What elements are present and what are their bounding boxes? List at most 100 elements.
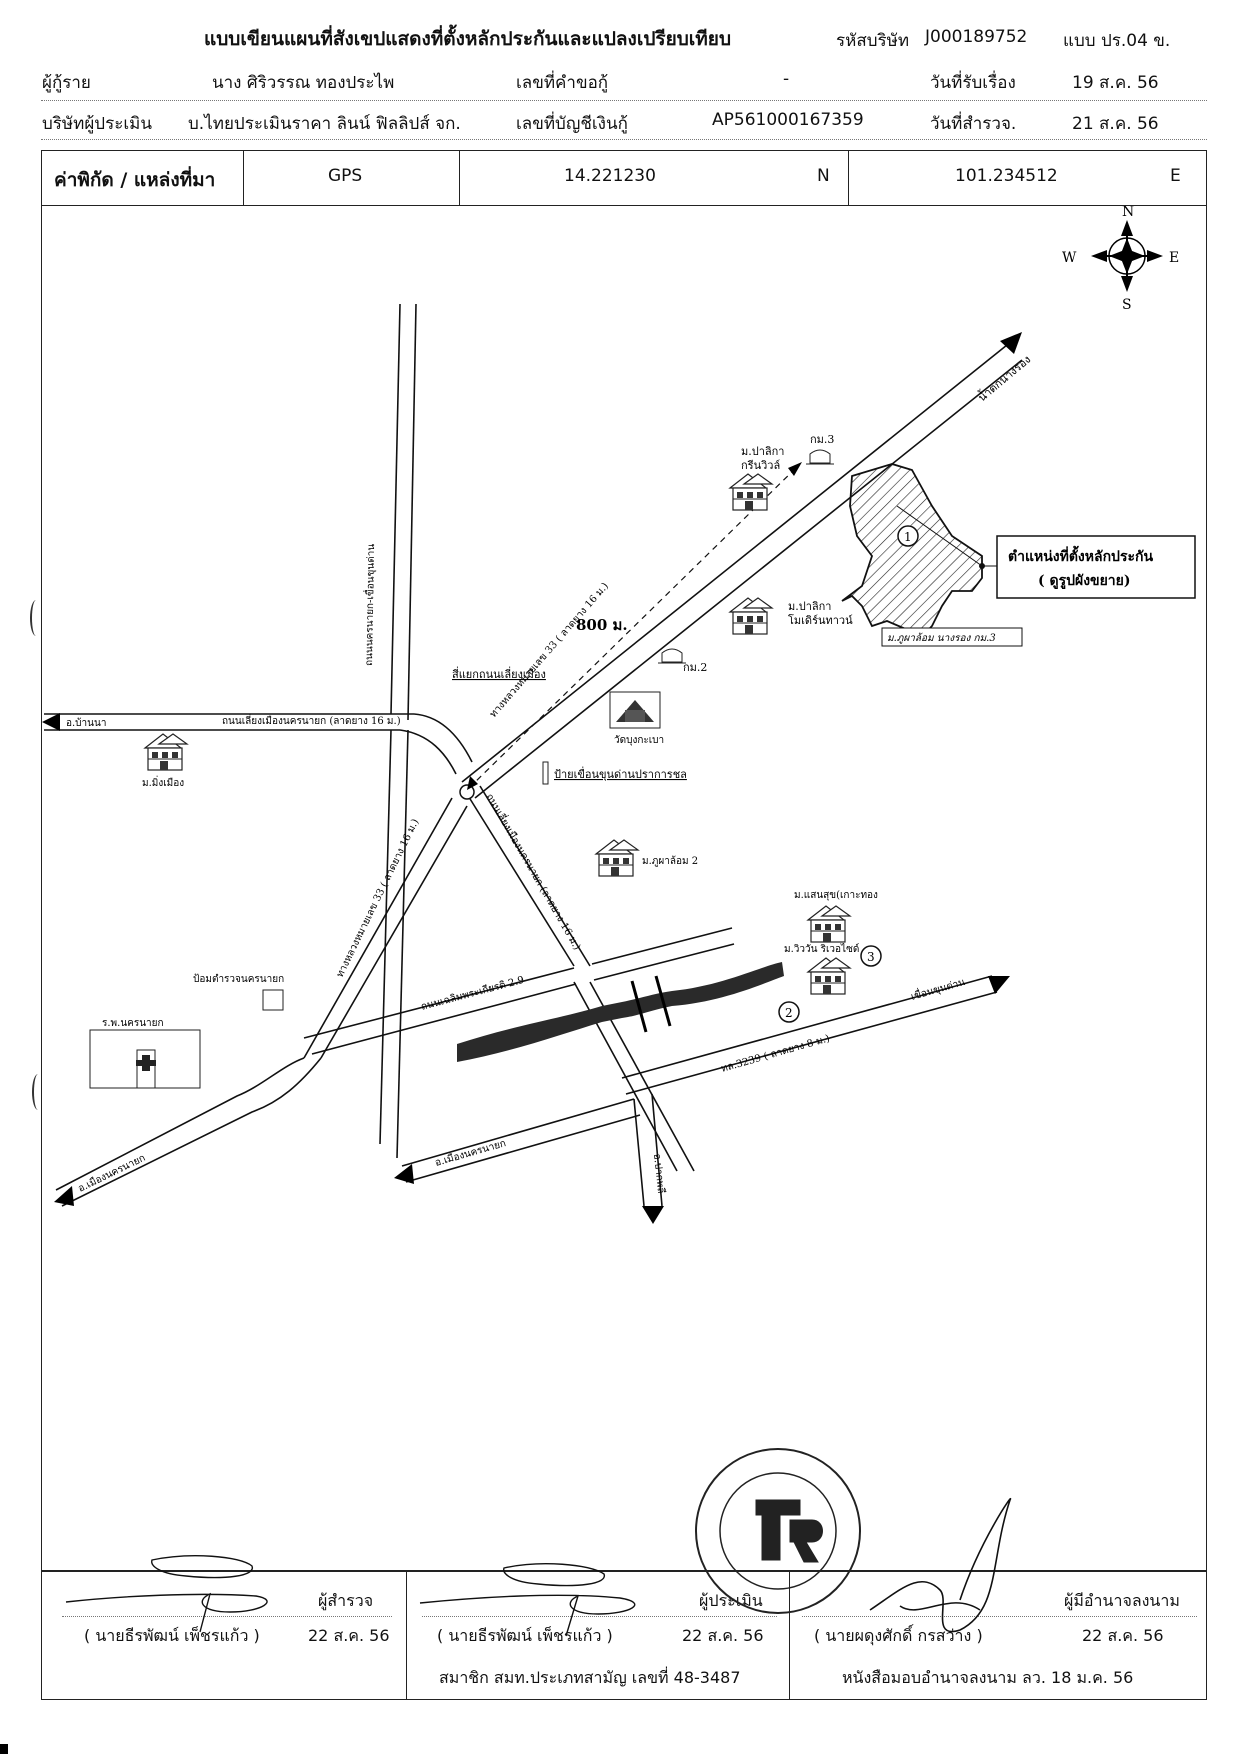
phupha-lom-2-label: ม.ภูผาล้อม 2 <box>642 855 698 867</box>
marker-3-label: 3 <box>867 950 875 964</box>
latitude-direction: N <box>817 166 830 186</box>
roundabout <box>459 784 475 800</box>
road-3239 <box>401 975 998 1183</box>
arrow-icon <box>988 976 1010 994</box>
river <box>457 962 784 1062</box>
house-icon <box>807 905 851 943</box>
arrow-icon <box>54 1186 74 1206</box>
hospital-label: ร.พ.นครนายก <box>102 1018 164 1029</box>
highway-33-road <box>303 344 1023 1059</box>
compass-s: S <box>1122 297 1132 313</box>
km3-label: กม.3 <box>810 433 834 446</box>
road-33-label: ทางหลวงหมายเลข 33 ( ลาดยาง 16 ม.) <box>488 581 611 720</box>
distance-label: 800 ม. <box>576 616 628 634</box>
form-code: แบบ ปร.04 ข. <box>1063 31 1171 51</box>
saensuk-label: ม.แสนสุข(เกาะทอง <box>794 890 878 901</box>
request-no-label: เลขที่คำขอกู้ <box>516 73 609 93</box>
phupha-lom-3-box <box>881 627 1023 647</box>
dam-sign-icon <box>542 761 549 785</box>
signature-line <box>62 1616 392 1617</box>
authorized-role: ผู้มีอำนาจลงนาม <box>1064 1591 1180 1610</box>
authorized-letter: หนังสือมอบอำนาจลงนาม ลว. 18 ม.ค. 56 <box>842 1668 1134 1687</box>
punch-mark <box>30 600 42 636</box>
company-code-label: รหัสบริษัท <box>836 31 910 51</box>
collateral-parcel <box>841 463 983 638</box>
house-icon <box>729 597 773 635</box>
hospital-icon <box>89 1029 201 1089</box>
request-no: - <box>783 69 790 89</box>
north-road-label: ถนนนครนายก-เขื่อนขุนด่าน <box>361 544 377 666</box>
distance-line <box>468 463 801 789</box>
bypass-road-label: ถนนเลี่ยงเมืองนครนายก (ลาดยาง 16 ม.) <box>222 713 401 727</box>
appraiser-company-label: บริษัทผู้ประเมิน <box>42 114 152 134</box>
palika-greenville-line-1: ม.ปาลิกา <box>741 445 784 458</box>
marker-1-circle <box>897 525 919 547</box>
km2-marker-icon <box>658 648 686 664</box>
coordinate-source: GPS <box>328 166 363 186</box>
surveyor-name: ( นายธีรพัฒน์ เพ็ชรแก้ว ) <box>84 1626 260 1645</box>
corner-mark <box>0 1744 8 1754</box>
to-pak-phli-label: อ.ปากพลี <box>651 1153 667 1194</box>
road-33-south-label: ทางหลวงหมายเลข 33 ( ลาดยาง 16 ม.) <box>335 817 422 979</box>
received-date: 19 ส.ค. 56 <box>1072 73 1159 93</box>
sketch-map: N S E W <box>41 206 1207 1571</box>
arrow-icon <box>788 462 802 476</box>
marker-2-circle <box>778 1001 800 1023</box>
to-nang-rong-label: น้ำตกนางรอง <box>974 351 1033 404</box>
chalerm-road <box>303 927 735 1055</box>
company-code: J000189752 <box>925 27 1028 47</box>
divider <box>41 139 1207 140</box>
borrower-label: ผู้กู้ราย <box>42 73 91 93</box>
leader-line <box>896 505 983 567</box>
compass-e: E <box>1169 250 1179 266</box>
south-bypass-road <box>466 785 695 1172</box>
pak-phli-road <box>633 1093 663 1207</box>
appraiser-date: 22 ส.ค. 56 <box>682 1626 764 1645</box>
dam-sign-label: ป้ายเขื่อนขุนด่านปราการชล <box>554 766 687 781</box>
received-date-label: วันที่รับเรื่อง <box>930 73 1016 93</box>
phupha-lom-3-label: ม.ภูผาล้อม นางรอง กม.3 <box>887 632 996 644</box>
coord-cell <box>243 151 460 205</box>
coord-cell <box>459 151 849 205</box>
borrower-name: นาง ศิริวรรณ ทองประไพ <box>212 73 395 93</box>
palika-modern-line-2: โมเดิร์นทาวน์ <box>788 613 853 627</box>
compass-icon <box>1091 220 1163 292</box>
police-label: ป้อมตำรวจนครนายก <box>193 973 284 985</box>
surveyor-date: 22 ส.ค. 56 <box>308 1626 390 1645</box>
authorized-date: 22 ส.ค. 56 <box>1082 1626 1164 1645</box>
longitude-direction: E <box>1170 166 1181 186</box>
km3-marker-icon <box>806 449 834 465</box>
bypass-south-label: ถนนเลี่ยงเมืองนครนายก (ลาดยาง 16 ม.) <box>483 791 584 953</box>
wat-label: วัดบุงกะเบา <box>614 735 664 746</box>
chalerm-road-label: ถนนเฉลิมพระเกียรติ 2.9 <box>420 974 526 1013</box>
marker-3-circle <box>860 945 882 967</box>
appraiser-role: ผู้ประเมิน <box>699 1591 763 1610</box>
form-title: แบบเขียนแผนที่สังเขปแสดงที่ตั้งหลักประกั… <box>204 28 731 50</box>
house-icon <box>807 957 851 995</box>
compass-n: N <box>1122 206 1134 220</box>
loan-account-label: เลขที่บัญชีเงินกู้ <box>516 114 628 134</box>
divider <box>41 100 1207 101</box>
latitude-value: 14.221230 <box>564 166 656 186</box>
collateral-label-box <box>996 535 1196 599</box>
southwest-road <box>55 1057 322 1207</box>
marker-2-label: 2 <box>785 1006 793 1020</box>
appraiser-member: สมาชิก สมท.ประเภทสามัญ เลขที่ 48-3487 <box>439 1668 741 1687</box>
collateral-label-line-2: ( ดูรูปผังขยาย) <box>1038 573 1131 589</box>
mingmuang-label: ม.มิ่งเมือง <box>142 775 184 789</box>
coordinate-row: ค่าพิกัด / แหล่งที่มา GPS 14.221230 N 10… <box>41 150 1207 206</box>
surveyor-role: ผู้สำรวจ <box>318 1591 374 1610</box>
signature-cell <box>406 1572 790 1699</box>
arrow-icon <box>642 1206 664 1224</box>
north-road <box>379 303 417 1159</box>
signature-cell <box>42 1572 407 1699</box>
signature-area: ผู้สำรวจ ( นายธีรพัฒน์ เพ็ชรแก้ว ) 22 ส.… <box>41 1571 1207 1700</box>
authorized-name: ( นายผดุงศักดิ์ กรสว่าง ) <box>814 1626 983 1645</box>
house-icon <box>144 733 188 771</box>
signature-line <box>802 1616 1197 1617</box>
to-dam-label: เขื่อนขุนด่าน <box>909 974 967 1003</box>
compass-w: W <box>1062 250 1077 266</box>
coordinate-label: ค่าพิกัด / แหล่งที่มา <box>54 169 216 191</box>
police-box-icon <box>262 989 284 1011</box>
bypass-junction-label: สี่แยกถนนเลี่ยงเมือง <box>452 666 546 681</box>
